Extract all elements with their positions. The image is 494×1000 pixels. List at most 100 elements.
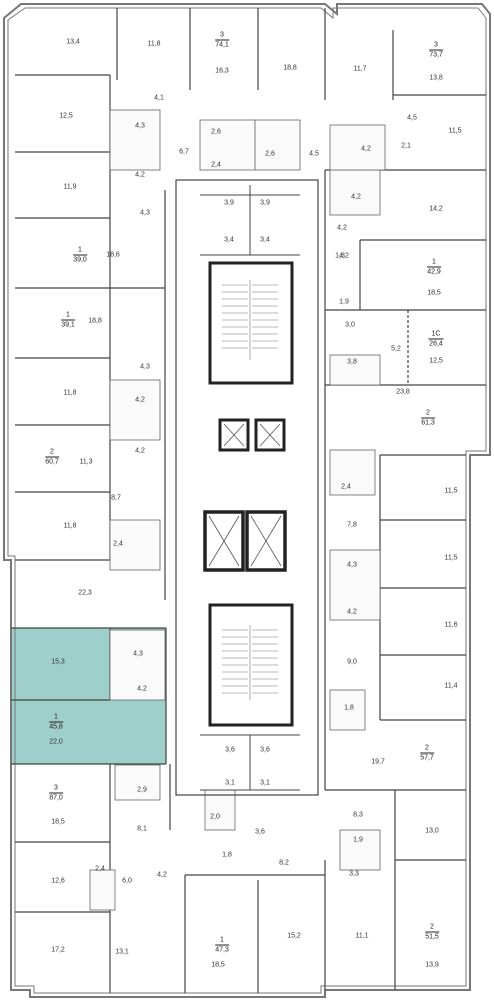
- room-area-label: 4,3: [140, 363, 150, 371]
- room-area-label: 8,7: [111, 494, 121, 502]
- room-area-label: 3,8: [347, 358, 357, 366]
- apartment-rooms: 1: [73, 247, 87, 256]
- room-area-label: 3,3: [349, 870, 359, 878]
- interior-walls: [11, 8, 486, 993]
- room-area-label: 7,8: [347, 521, 357, 529]
- room-area-label: 13,1: [115, 948, 129, 956]
- room-area-label: 12,5: [429, 357, 443, 365]
- room-area-label: 12,5: [59, 112, 73, 120]
- room-area-label: 4,2: [337, 224, 347, 232]
- room-area-label: 3,9: [260, 199, 270, 207]
- room-area-label: 11,3: [79, 458, 93, 466]
- room-area-label: 11,5: [444, 554, 458, 562]
- room-area-label: 6,0: [122, 877, 132, 885]
- room-area-label: 4,3: [347, 561, 357, 569]
- room-area-label: 14,2: [429, 205, 443, 213]
- core: [175, 179, 319, 796]
- room-area-label: 2,0: [210, 813, 220, 821]
- room-area-label: 4,3: [140, 209, 150, 217]
- apartment-rooms: 2: [420, 745, 434, 754]
- room-area-label: 18,5: [51, 818, 65, 826]
- room-area-label: 4,3: [133, 650, 143, 658]
- room-area-label: 8,1: [137, 825, 147, 833]
- apartment-rooms: 1: [61, 312, 75, 321]
- room-area-label: 2,4: [95, 865, 105, 873]
- room-area-label: 1,9: [339, 298, 349, 306]
- room-area-label: 4,2: [135, 171, 145, 179]
- room-area-label: 15,3: [51, 658, 65, 666]
- room-area-label: 16,3: [215, 67, 229, 75]
- apartment-area: 39,1: [61, 321, 75, 329]
- apartment-rooms: 2: [45, 449, 59, 458]
- room-area-label: 11,8: [63, 389, 77, 397]
- room-area-label: 4,2: [361, 145, 371, 153]
- apartment-area: 60,7: [45, 458, 59, 466]
- room-area-label: 3,1: [225, 779, 235, 787]
- room-area-label: 4,2: [347, 608, 357, 616]
- room-area-label: 4,2: [137, 685, 147, 693]
- outer-walls: [3, 3, 491, 998]
- room-area-label: 11,7: [353, 65, 367, 73]
- room-area-label: 18,6: [106, 251, 120, 259]
- room-area-label: 22,0: [49, 738, 63, 746]
- apartment-rooms: 3: [215, 32, 229, 41]
- apartment-rooms: 2: [425, 924, 439, 933]
- room-area-label: 2,1: [401, 142, 411, 150]
- apartment-area: 73,7: [429, 51, 443, 59]
- apartment-area: 26,4: [429, 340, 443, 348]
- apartment-area: 39,0: [73, 256, 87, 264]
- apartment-area: 61,3: [421, 419, 435, 427]
- apartment-rooms: 1С: [428, 331, 444, 340]
- room-area-label: 11,8: [147, 40, 161, 48]
- room-area-label: 2,4: [113, 540, 123, 548]
- room-area-label: 18,5: [427, 289, 441, 297]
- apartment-rooms: 1: [215, 937, 229, 946]
- apartment-area: 87,0: [49, 794, 63, 802]
- room-area-label: 8,2: [279, 859, 289, 867]
- room-area-label: 1,9: [353, 836, 363, 844]
- room-area-label: 3,4: [260, 236, 270, 244]
- room-area-label: 3,0: [345, 321, 355, 329]
- room-area-label: 9,0: [347, 658, 357, 666]
- room-area-label: 11,5: [444, 487, 458, 495]
- room-area-label: 11,4: [444, 682, 458, 690]
- room-area-label: 2,4: [341, 483, 351, 491]
- room-area-label: 15,2: [287, 932, 301, 940]
- room-area-label: 8,3: [353, 811, 363, 819]
- apartment-area: 47,3: [215, 946, 229, 954]
- room-area-label: 18,8: [88, 317, 102, 325]
- room-area-label: 3,1: [260, 779, 270, 787]
- room-area-label: 13,4: [66, 38, 80, 46]
- apartment-area: 74,1: [215, 41, 229, 49]
- room-area-label: 6,7: [179, 148, 189, 156]
- apartment-area: 51,5: [425, 933, 439, 941]
- room-area-label: 3,4: [224, 236, 234, 244]
- room-area-label: 11,9: [63, 183, 77, 191]
- room-area-label: 1,8: [335, 252, 345, 260]
- room-area-label: 19,7: [371, 758, 385, 766]
- room-area-label: 2,6: [211, 128, 221, 136]
- room-area-label: 4,2: [157, 871, 167, 879]
- apartment-area: 42,9: [427, 268, 441, 276]
- apartment-area: 57,7: [420, 754, 434, 762]
- room-area-label: 3,6: [225, 746, 235, 754]
- room-area-label: 3,6: [255, 828, 265, 836]
- room-area-label: 2,6: [265, 150, 275, 158]
- room-area-label: 13,0: [425, 827, 439, 835]
- room-area-label: 4,5: [407, 114, 417, 122]
- room-area-label: 4,1: [154, 94, 164, 102]
- apartment-rooms: 3: [49, 785, 63, 794]
- room-area-label: 11,6: [444, 621, 458, 629]
- room-area-label: 3,9: [224, 199, 234, 207]
- room-area-label: 4,5: [309, 150, 319, 158]
